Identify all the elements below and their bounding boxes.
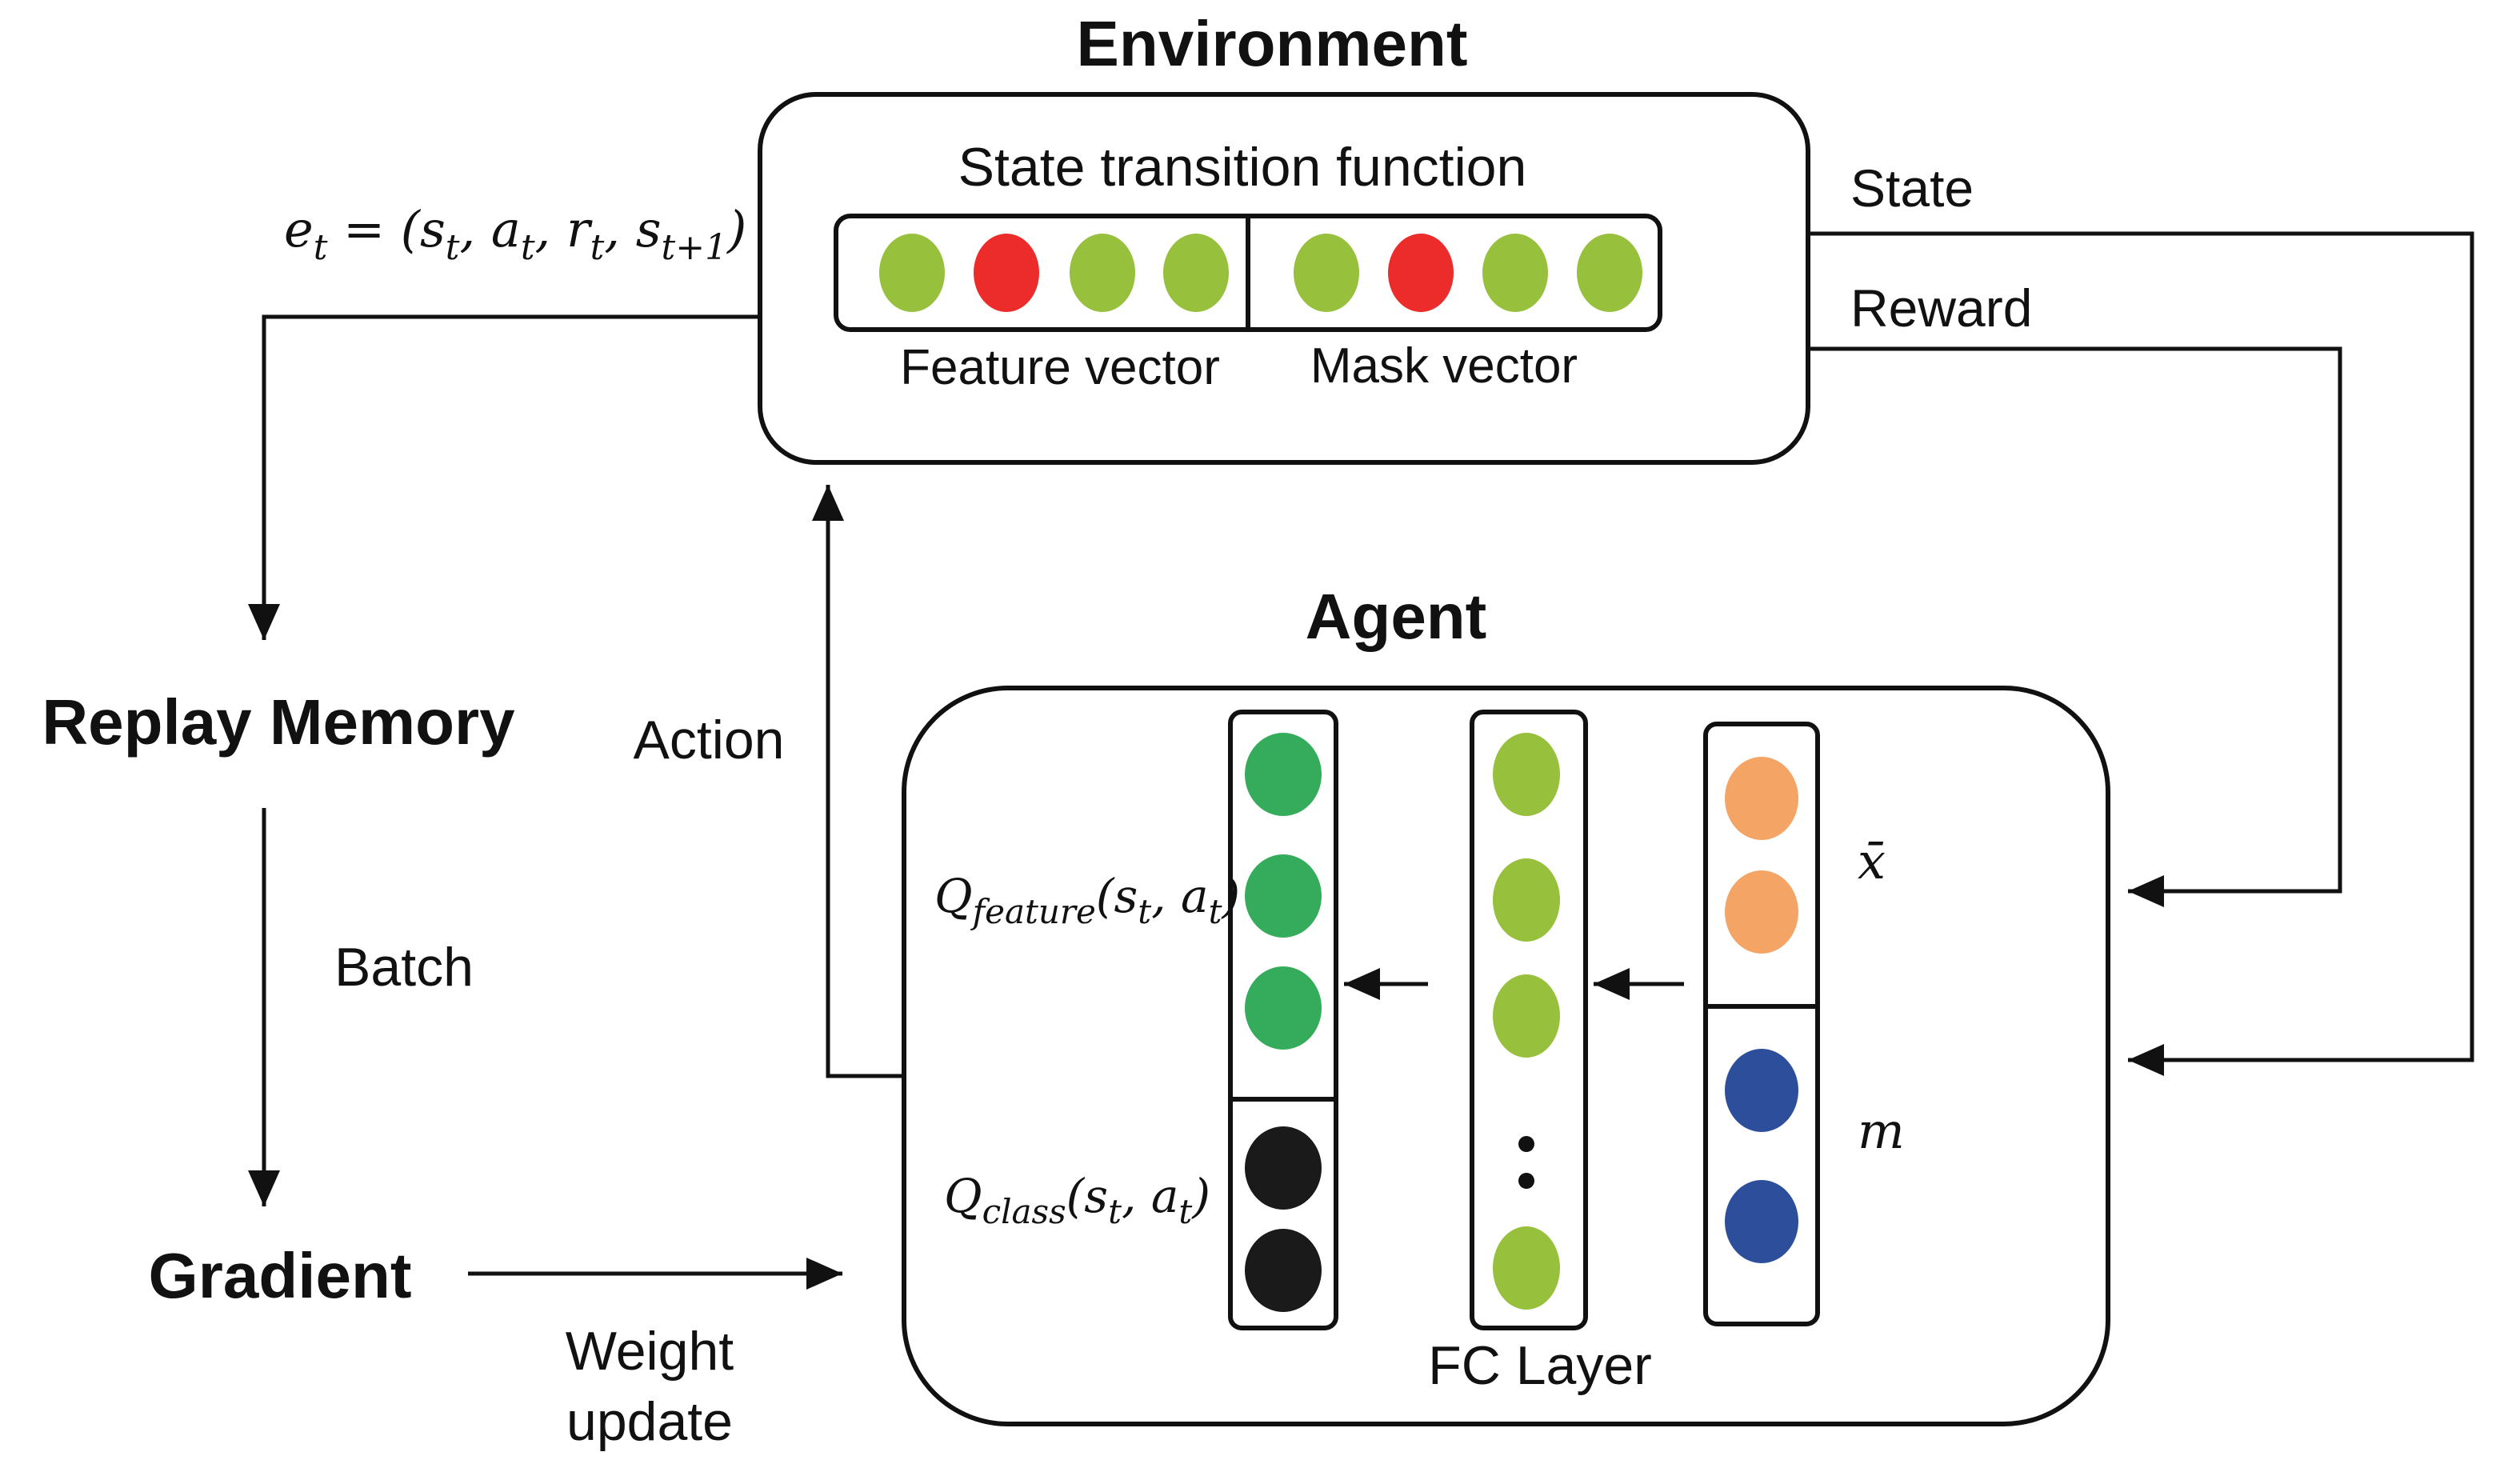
edge-label-action: Action bbox=[634, 710, 785, 770]
feature-vector-node bbox=[1070, 234, 1135, 312]
feature-vector-node bbox=[974, 234, 1039, 312]
fc-layer-label: FC Layer bbox=[1428, 1335, 1652, 1396]
edge-label-reward: Reward bbox=[1850, 278, 2032, 338]
edge-experience-to-replay bbox=[248, 314, 760, 640]
edge-label-batch: Batch bbox=[334, 937, 474, 998]
q-class-label: Qclass(st, at) bbox=[944, 1169, 1210, 1231]
q-output-column bbox=[1228, 710, 1338, 1330]
q-feature-node bbox=[1245, 854, 1322, 938]
agent-box bbox=[902, 686, 2110, 1426]
mask-vector-label: Mask vector bbox=[1310, 338, 1578, 394]
experience-tuple: et = (st, at, rt, st+1) bbox=[284, 200, 746, 268]
edge-action bbox=[812, 485, 904, 1078]
input-column bbox=[1703, 722, 1820, 1326]
edge-reward bbox=[1808, 346, 2342, 907]
x-bar-label: x̄ bbox=[1858, 832, 1886, 890]
fc-node bbox=[1493, 974, 1560, 1058]
q-output-dots bbox=[1245, 733, 1322, 1312]
fc-column bbox=[1470, 710, 1588, 1330]
node-gradient: Gradient bbox=[149, 1240, 412, 1311]
edge-state bbox=[1808, 231, 2474, 1076]
edge-label-state: State bbox=[1850, 158, 1974, 218]
fc-node bbox=[1493, 858, 1560, 942]
environment-title: Environment bbox=[1077, 8, 1468, 79]
mask-node bbox=[1725, 1180, 1798, 1263]
fc-node bbox=[1493, 1226, 1560, 1310]
edge-label-weight-update: Weight bbox=[566, 1321, 734, 1382]
x-bar-node bbox=[1725, 870, 1798, 954]
q-feature-label: Qfeature(st, at) bbox=[934, 869, 1240, 931]
agent-title: Agent bbox=[1306, 581, 1487, 652]
feature-vector-node bbox=[879, 234, 945, 312]
q-class-node bbox=[1245, 1126, 1322, 1210]
x-bar-node bbox=[1725, 757, 1798, 840]
edge-label-weight-update-2: update bbox=[566, 1391, 733, 1452]
fc-node bbox=[1493, 733, 1560, 816]
q-feature-node bbox=[1245, 966, 1322, 1050]
q-class-node bbox=[1245, 1229, 1322, 1312]
mask-vector-node bbox=[1294, 234, 1359, 312]
feature-vector-node bbox=[1163, 234, 1229, 312]
mask-vector-node bbox=[1388, 234, 1454, 312]
mask-vector-node bbox=[1577, 234, 1642, 312]
state-vector-dots bbox=[879, 234, 1642, 312]
q-feature-node bbox=[1245, 733, 1322, 816]
feature-vector-label: Feature vector bbox=[900, 340, 1220, 395]
input-dots bbox=[1725, 757, 1798, 1263]
mask-node bbox=[1725, 1049, 1798, 1132]
m-label: m bbox=[1858, 1102, 1905, 1160]
environment-box bbox=[758, 92, 1810, 465]
node-replay-memory: Replay Memory bbox=[42, 686, 515, 758]
mask-vector-node bbox=[1482, 234, 1548, 312]
fc-ellipsis-dot-2 bbox=[1518, 1173, 1534, 1189]
fc-ellipsis-dot-1 bbox=[1518, 1136, 1534, 1152]
environment-subtitle: State transition function bbox=[958, 137, 1527, 198]
fc-dots bbox=[1493, 733, 1560, 1310]
